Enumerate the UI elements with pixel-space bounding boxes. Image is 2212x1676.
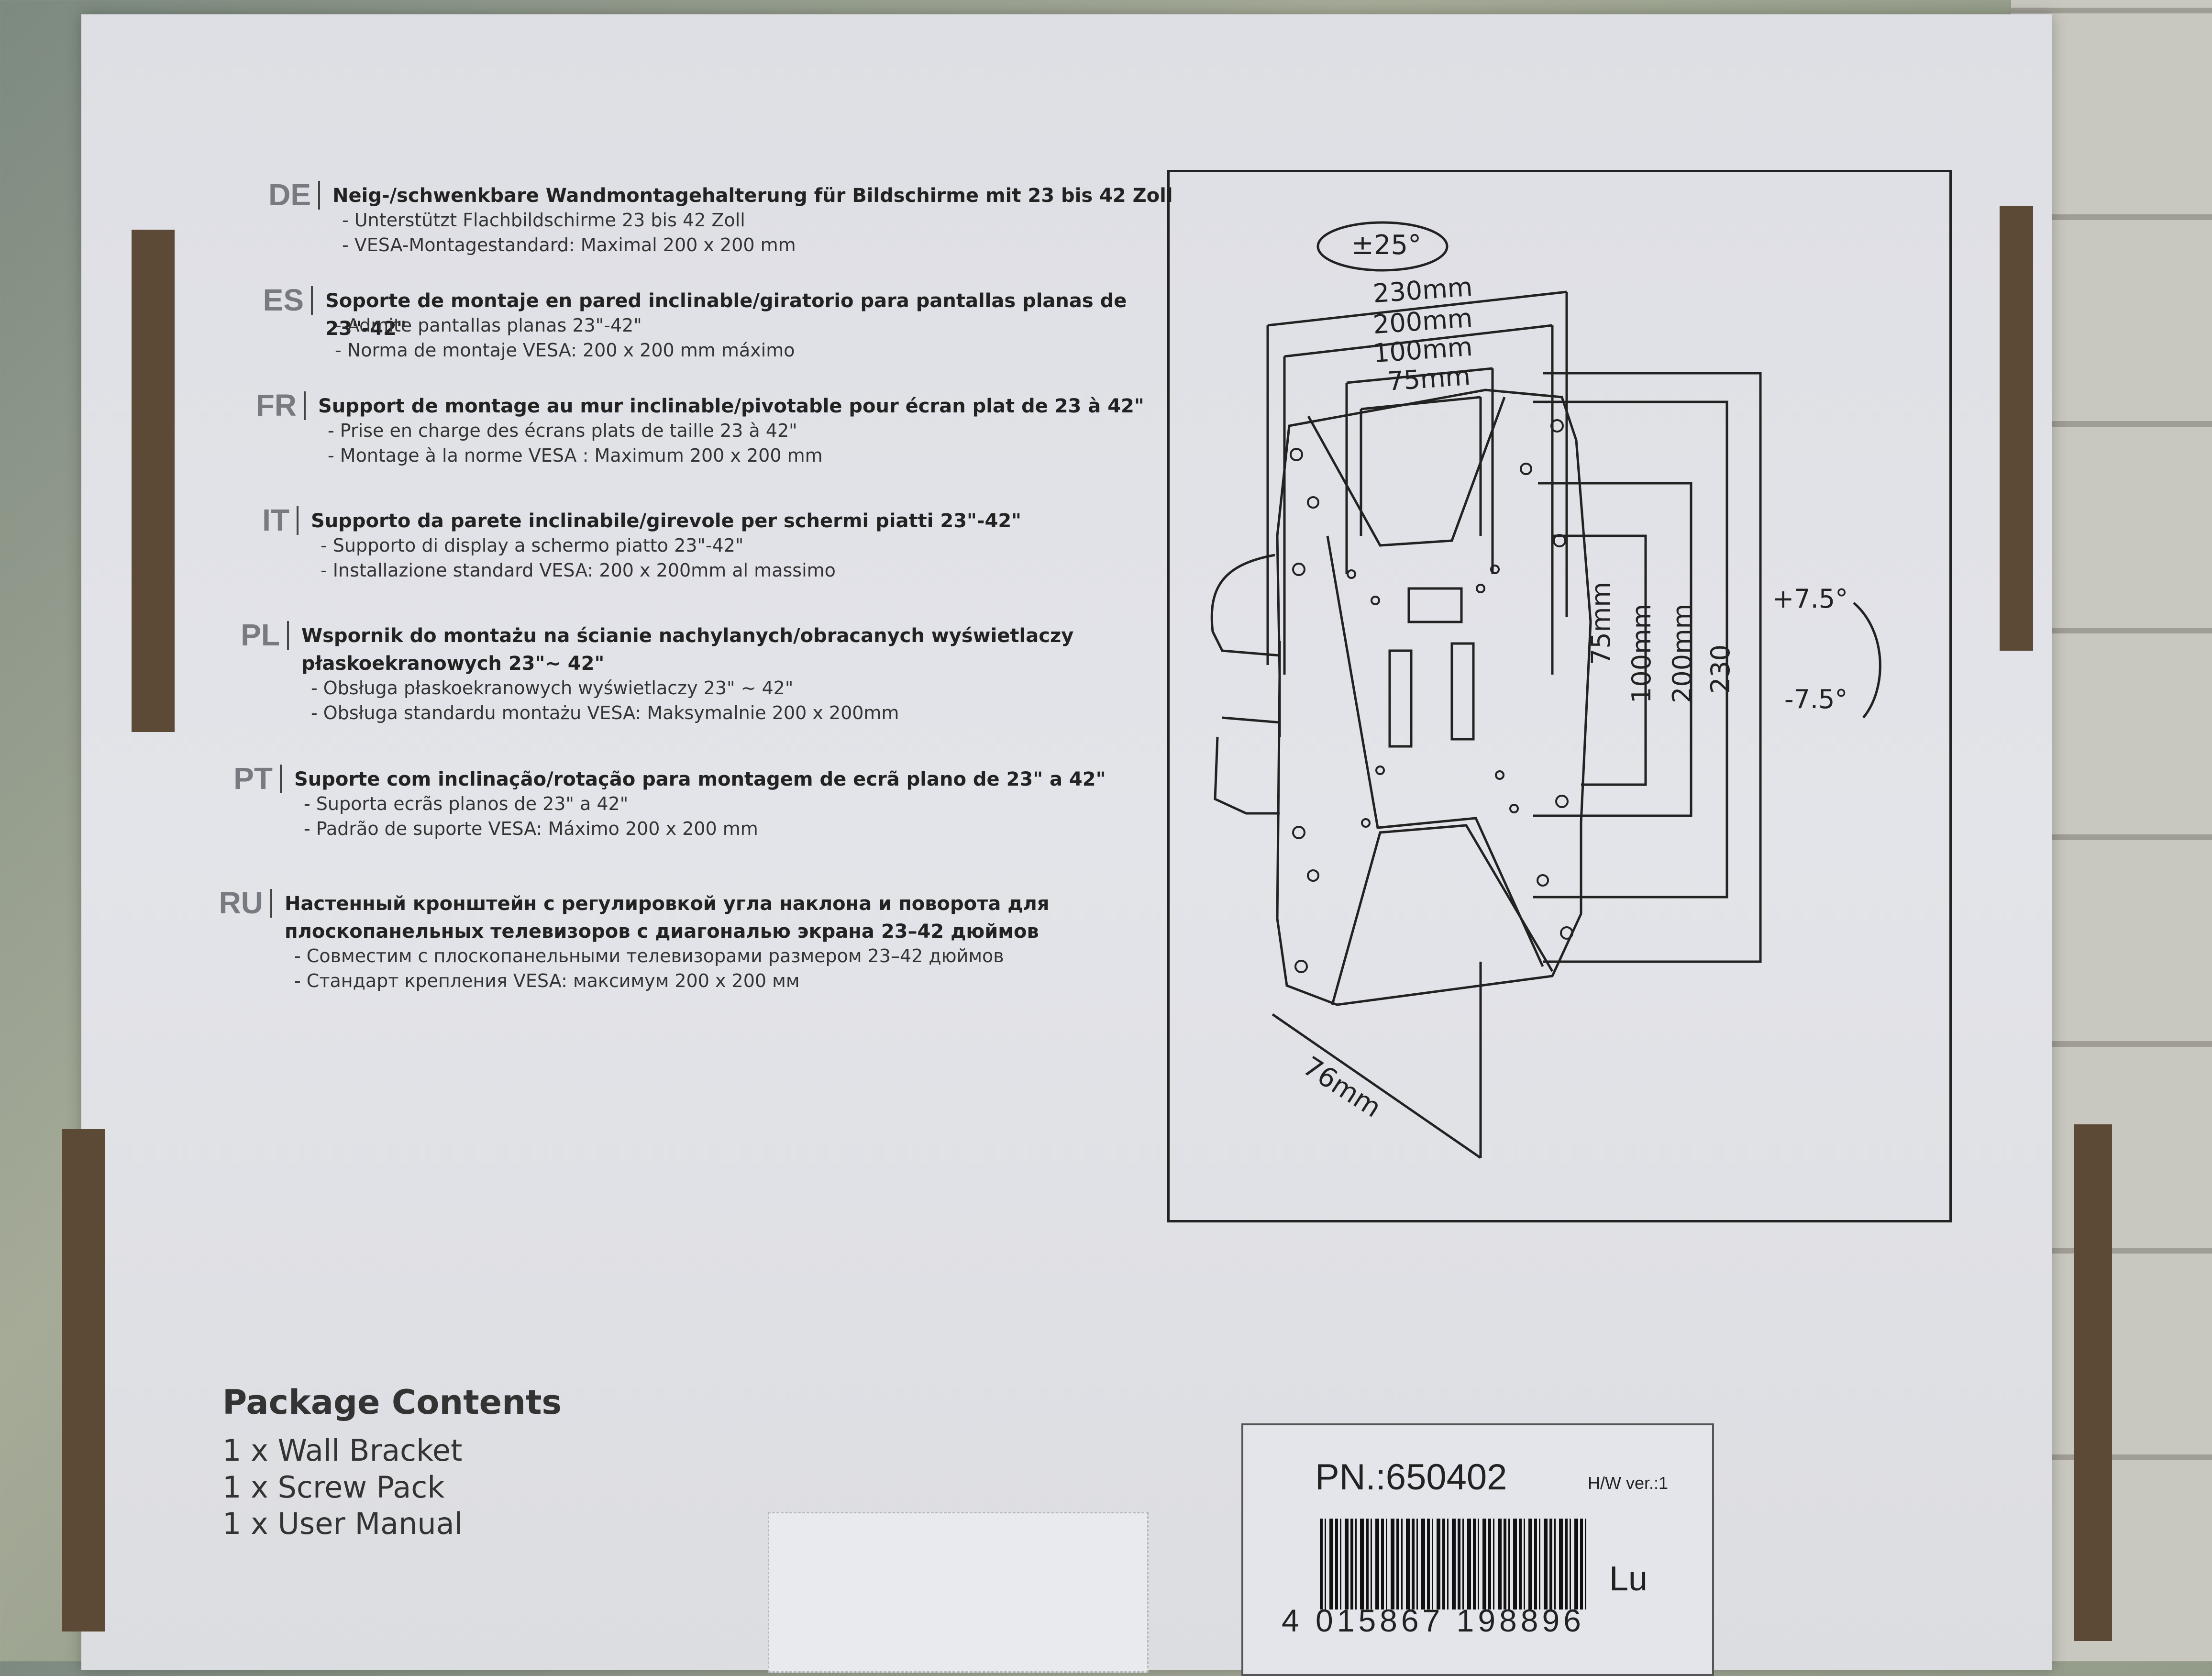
- dim-75h: [1552, 534, 1647, 786]
- bracket-drawing: [1210, 221, 1881, 1159]
- dim-200-line: [1284, 324, 1553, 358]
- product-box: [81, 14, 2052, 1670]
- language-heading: Neig-/schwenkbare Wandmontagehalterung f…: [332, 185, 1173, 207]
- height-label-200: 200mm: [1667, 603, 1697, 703]
- slot-left: [1388, 649, 1413, 748]
- box-edge-left-top: [132, 230, 175, 732]
- dimension-diagram: ±25° 230mm 200mm 100mm 75mm 75mm 100mm 2…: [1167, 170, 1952, 1222]
- product-label: PN.:650402 H/W ver.:1 4 015867 198896 Lu: [1241, 1423, 1714, 1676]
- plate-lower-v: [1331, 824, 1554, 1005]
- language-feature-line: - Unterstützt Flachbildschirme 23 bis 42…: [342, 210, 745, 231]
- language-block-fr: FR Support de montage au mur inclinable/p…: [234, 388, 1191, 512]
- language-code: PT: [233, 761, 273, 796]
- swivel-label: ±25°: [1351, 230, 1422, 261]
- language-separator: [280, 765, 282, 793]
- tilt-up-label: +7.5°: [1772, 584, 1848, 614]
- mount-holes: [1290, 419, 1573, 973]
- language-heading: Support de montage au mur inclinable/piv…: [318, 395, 1144, 417]
- language-block-es: ES Soporte de montaje en pared inclinable…: [242, 282, 1198, 407]
- language-code: FR: [255, 388, 297, 422]
- language-code: RU: [219, 886, 263, 920]
- arm-upper: [1210, 554, 1280, 657]
- slot-right: [1450, 642, 1475, 741]
- language-heading: Supporto da parete inclinabile/girevole …: [311, 510, 1021, 532]
- price-sticker-area: [768, 1512, 1149, 1673]
- box-edge-left-bottom: [62, 1129, 105, 1632]
- language-block-de: DE Neig-/schwenkbare Wandmontagehalterung…: [249, 177, 1206, 301]
- hardware-version: H/W ver.:1: [1588, 1473, 1669, 1493]
- language-feature-line: - Admite pantallas planas 23"-42": [335, 315, 642, 336]
- language-feature-line: - Installazione standard VESA: 200 x 200…: [321, 560, 836, 581]
- language-feature-line: - VESA-Montagestandard: Maximal 200 x 20…: [342, 234, 796, 255]
- language-block-it: IT Supporto da parete inclinabile/girevol…: [227, 502, 1184, 627]
- language-block-pl: PL Wspornik do montażu na ścianie nachyla…: [218, 617, 1174, 742]
- dim-230-ext: [1266, 292, 1568, 665]
- language-feature-line: - Obsługa płaskoekranowych wyświetlaczy …: [311, 677, 794, 699]
- dim-230h: [1543, 372, 1762, 963]
- lu-mark: Lu: [1609, 1560, 1648, 1598]
- part-number: PN.:650402: [1315, 1457, 1507, 1498]
- language-feature-line: - Obsługa standardu montażu VESA: Maksym…: [311, 702, 899, 723]
- barcode-digits: 4 015867 198896: [1282, 1603, 1585, 1638]
- language-heading: Soporte de montaje en pared inclinable/g…: [325, 290, 1127, 340]
- dim-230-line: [1267, 290, 1567, 327]
- swivel-ellipse: [1316, 221, 1449, 272]
- language-feature-line: - Стандарт крепления VESA: максимум 200 …: [294, 970, 800, 991]
- tilt-arc: [1853, 602, 1881, 719]
- barcode: [1320, 1519, 1588, 1609]
- box-edge-right-top: [2000, 206, 2033, 651]
- language-code: PL: [241, 618, 280, 652]
- language-separator: [270, 889, 272, 918]
- language-separator: [304, 391, 306, 420]
- plate-upper-v: [1307, 397, 1506, 547]
- language-block-pt: PT Suporte com inclinação/rotação para mo…: [210, 761, 1167, 885]
- language-feature-line: - Совместим с плоскопанельными телевизор…: [294, 945, 1004, 966]
- language-feature-line: - Norma de montaje VESA: 200 x 200 mm má…: [335, 340, 795, 361]
- language-heading: Настенный кронштейн с регулировкой угла …: [285, 893, 1050, 943]
- dim-100h: [1533, 482, 1692, 817]
- language-code: ES: [263, 283, 304, 317]
- language-feature-line: - Prise en charge des écrans plats de ta…: [328, 420, 797, 441]
- language-feature-line: - Padrão de suporte VESA: Máximo 200 x 2…: [304, 818, 758, 839]
- language-heading: Wspornik do montażu na ścianie nachylany…: [301, 625, 1074, 675]
- arm-lower: [1214, 716, 1280, 815]
- language-heading: Suporte com inclinação/rotação para mont…: [294, 768, 1106, 790]
- width-label-75: 75mm: [1386, 361, 1471, 397]
- package-contents-title: Package Contents: [222, 1383, 562, 1422]
- language-separator: [318, 181, 320, 210]
- box-edge-right-bottom: [2074, 1124, 2112, 1641]
- height-label-230: 230: [1705, 644, 1736, 694]
- depth-line: [1272, 962, 1482, 1159]
- package-item-manual: 1 x User Manual: [222, 1506, 463, 1541]
- language-code: DE: [268, 178, 311, 212]
- language-feature-line: - Montage à la norme VESA : Maximum 200 …: [328, 445, 823, 466]
- language-feature-line: - Suporta ecrãs planos de 23" a 42": [304, 793, 629, 814]
- language-block-ru: RU Настенный кронштейн с регулировкой угл…: [201, 885, 1158, 1010]
- package-item-screws: 1 x Screw Pack: [222, 1470, 445, 1505]
- dim-200h: [1533, 400, 1728, 899]
- lock-tab: [1407, 587, 1463, 623]
- language-separator: [297, 506, 299, 535]
- language-separator: [311, 286, 313, 315]
- package-item-bracket: 1 x Wall Bracket: [222, 1433, 463, 1468]
- dim-100-line: [1346, 367, 1493, 384]
- dim-75-line: [1360, 396, 1481, 411]
- language-feature-line: - Supporto di display a schermo piatto 2…: [321, 535, 744, 556]
- height-label-75: 75mm: [1586, 582, 1616, 665]
- language-code: IT: [262, 503, 289, 537]
- tilt-down-label: -7.5°: [1784, 684, 1848, 714]
- language-separator: [287, 621, 289, 650]
- height-label-100: 100mm: [1626, 603, 1657, 703]
